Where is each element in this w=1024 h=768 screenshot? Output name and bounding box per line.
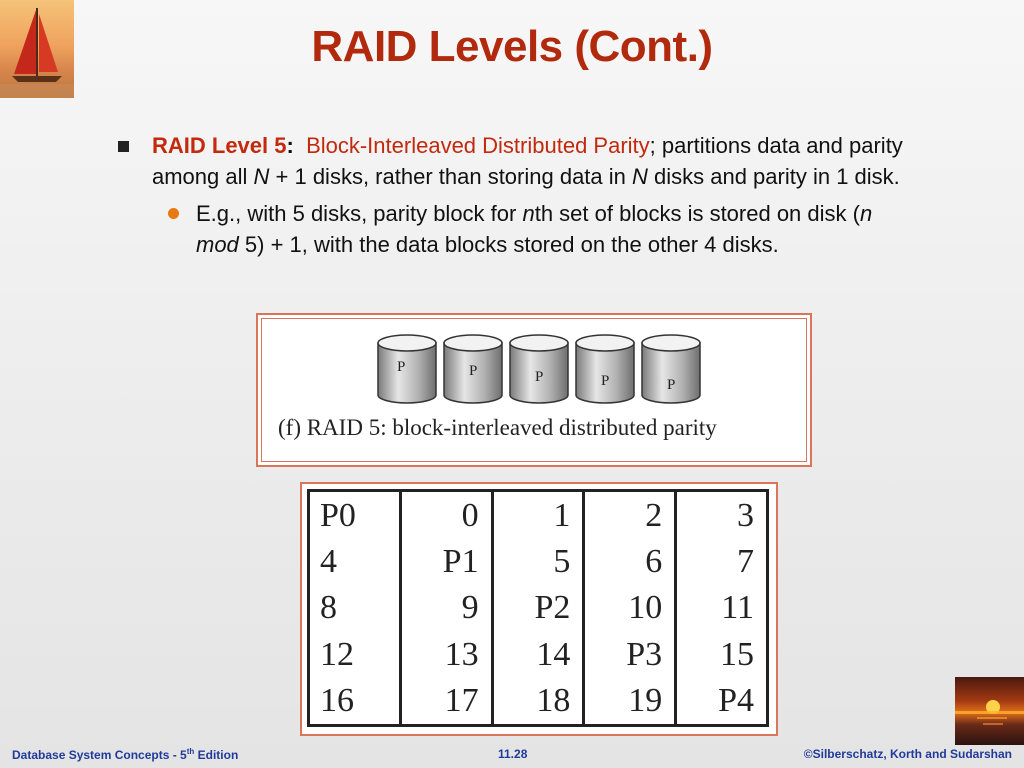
data-block-cell: 4 (320, 543, 337, 581)
parity-label: P (397, 359, 405, 375)
disk-cylinder-icon: P (377, 334, 437, 404)
label-colon: : (286, 133, 294, 158)
parity-label: P (535, 369, 543, 385)
sunset-image (955, 677, 1024, 745)
disk-cylinder-icon: P (509, 334, 569, 404)
parity-block-cell: P4 (674, 677, 768, 726)
data-block-cell: 0 (398, 490, 493, 539)
data-block-cell: 3 (674, 490, 768, 539)
slide-title: RAID Levels (Cont.) (311, 22, 713, 71)
square-bullet-icon (118, 141, 129, 152)
data-block-cell: 11 (674, 584, 768, 632)
footer-page-number: 11.28 (498, 747, 528, 761)
data-block-cell: 5 (490, 538, 584, 585)
disk-cylinder-icon: P (575, 334, 635, 404)
data-block-cell: 7 (674, 538, 768, 585)
bullet1-n1: N (253, 164, 270, 189)
bullet2-text-a: E.g., with 5 disks, parity block for (196, 201, 523, 226)
data-block-cell: 8 (320, 589, 337, 627)
bullet2-nmod: n mod (196, 201, 873, 257)
parity-label: P (601, 373, 609, 389)
raid-level-label: RAID Level 5 (152, 133, 287, 158)
data-block-cell: 2 (582, 490, 676, 539)
data-block-cell: 13 (398, 631, 493, 678)
data-block-cell: 6 (582, 538, 676, 585)
bullet1-n2: N (632, 164, 648, 189)
data-block-cell: 15 (674, 631, 768, 678)
parity-label: P (469, 363, 477, 379)
parity-block-cell: P3 (582, 631, 676, 678)
bullet2-text-b: th set of blocks is stored on disk ( (534, 201, 860, 226)
bullet1-text-a: ; partitions data and parity among all (152, 133, 903, 189)
parity-block-cell: P0 (320, 496, 356, 534)
data-block-cell: 12 (320, 635, 354, 673)
raid5-figure-caption: (f) RAID 5: block-interleaved distribute… (278, 415, 717, 440)
footer-left-sup: th (186, 747, 195, 756)
raid-level-term: Block-Interleaved Distributed Parity (306, 133, 650, 158)
bullet2-n: n (522, 201, 535, 226)
disk-cylinder-icon: P (443, 334, 503, 404)
footer-right: ©Silberschatz, Korth and Sudarshan (803, 747, 1012, 761)
slide-content: RAID Level 5: Block-Interleaved Distribu… (112, 130, 912, 260)
footer-left: Database System Concepts - 5th Edition (12, 747, 238, 762)
bullet2-text-c: 5) + 1, with the data blocks stored on t… (238, 232, 779, 257)
data-block-cell: 14 (490, 631, 584, 678)
parity-block-cell: P1 (398, 538, 493, 585)
data-block-cell: 18 (490, 677, 584, 726)
bullet1-text-b: + 1 disks, rather than storing data in (269, 164, 632, 189)
data-block-cell: 19 (582, 677, 676, 726)
data-block-cell: 9 (398, 584, 493, 632)
data-block-cell: 10 (582, 584, 676, 632)
parity-block-cell: P2 (490, 584, 584, 632)
data-block-cell: 16 (320, 682, 354, 720)
raid5-disks-figure: P P P P P (f) RAID 5: block-interleaved dist… (256, 313, 812, 467)
disk-cylinder-icon: P (641, 334, 701, 404)
parity-label: P (667, 377, 675, 393)
round-bullet-icon (168, 208, 179, 219)
bullet1-text-c: disks and parity in 1 disk. (647, 164, 900, 189)
data-block-cell: 17 (398, 677, 493, 726)
sailboat-logo (0, 0, 74, 98)
bullet-example: E.g., with 5 disks, parity block for nth… (112, 198, 912, 260)
data-block-cell: 1 (490, 490, 584, 539)
footer-left-b: Edition (194, 748, 239, 762)
footer-left-a: Database System Concepts - 5 (12, 748, 187, 762)
bullet-raid-level-5: RAID Level 5: Block-Interleaved Distribu… (112, 130, 912, 192)
